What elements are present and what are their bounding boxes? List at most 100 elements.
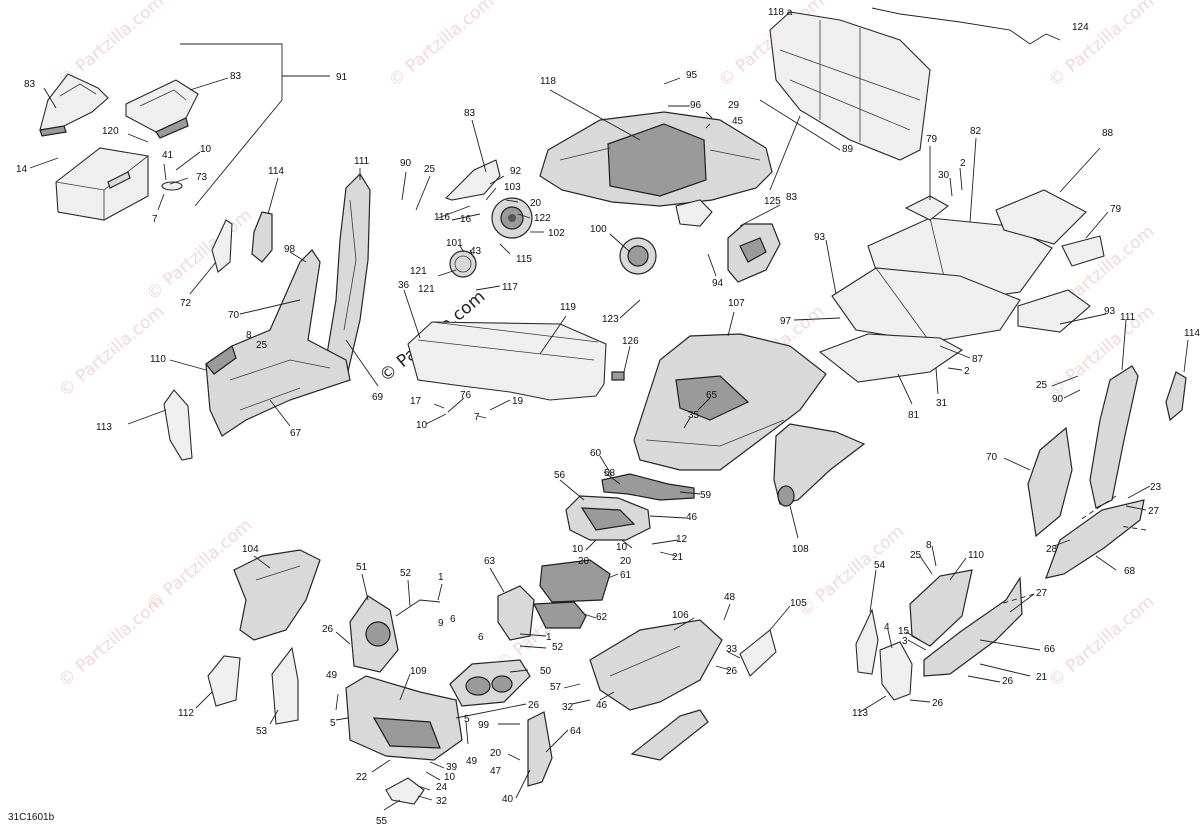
part-105-bracket	[739, 629, 777, 677]
callout-93: 93	[1104, 306, 1116, 317]
callout-83: 83	[786, 192, 798, 203]
callout-120: 120	[102, 126, 119, 137]
callout-24: 24	[436, 782, 448, 793]
part-83-tray-left	[39, 73, 109, 137]
watermark: © Partzilla.com	[143, 515, 256, 615]
part-73-strap	[161, 181, 183, 191]
callout-118a: 118 a	[768, 7, 793, 18]
callout-10: 10	[200, 144, 212, 155]
callout-45: 45	[732, 116, 744, 127]
part-100-speaker-right	[619, 237, 657, 275]
callout-25: 25	[256, 340, 268, 351]
callout-2: 2	[964, 366, 970, 377]
part-118a-net	[769, 11, 931, 161]
callout-46: 46	[686, 512, 698, 523]
callout-35: 35	[688, 410, 700, 421]
callout-27: 27	[1148, 506, 1160, 517]
callout-96: 96	[690, 100, 702, 111]
callout-64: 64	[570, 726, 582, 737]
callout-12: 12	[676, 534, 688, 545]
callout-122: 122	[534, 213, 551, 224]
callout-62: 62	[596, 612, 608, 623]
callout-126: 126	[622, 336, 639, 347]
callout-115: 115	[516, 254, 532, 265]
callout-7: 7	[474, 412, 480, 423]
callout-52: 52	[552, 642, 564, 653]
callout-94: 94	[712, 278, 724, 289]
callout-5: 5	[464, 714, 470, 725]
part-50-headlight	[449, 659, 531, 707]
callout-105: 105	[790, 598, 807, 609]
callout-99: 99	[478, 720, 490, 731]
callout-56: 56	[554, 470, 566, 481]
watermark: © Partzilla.com	[795, 522, 908, 622]
callout-31: 31	[936, 398, 948, 409]
callout-123: 123	[602, 314, 619, 325]
callout-9: 9	[438, 618, 444, 629]
callout-59: 59	[700, 490, 712, 501]
callout-110: 110	[968, 550, 984, 561]
callout-114: 114	[268, 166, 284, 177]
part-70-right-panel	[1027, 426, 1073, 538]
callout-79: 79	[1110, 204, 1122, 215]
callout-97: 97	[780, 316, 792, 327]
callout-32: 32	[562, 702, 574, 713]
callout-2: 2	[960, 158, 966, 169]
part-98-rocker-panel	[205, 249, 351, 437]
part-83-tray-right	[125, 79, 199, 139]
callout-10: 10	[444, 772, 456, 783]
part-62-grille-lower	[533, 601, 587, 629]
callout-76: 76	[460, 390, 472, 401]
watermark: © Partzilla.com	[385, 0, 498, 91]
callout-111: 111	[1120, 312, 1136, 323]
callout-91: 91	[336, 72, 348, 83]
callout-93: 93	[814, 232, 826, 243]
callout-5: 5	[330, 718, 336, 729]
callout-1: 1	[546, 632, 552, 643]
part-120-storage-box	[55, 147, 149, 221]
callout-83: 83	[24, 79, 36, 90]
callout-116: 116	[434, 212, 450, 223]
callout-121: 121	[410, 266, 427, 277]
callout-26: 26	[528, 700, 540, 711]
callout-8: 8	[926, 540, 932, 551]
callout-26: 26	[932, 698, 944, 709]
watermark: © Partzilla.com	[1045, 592, 1158, 692]
callout-63: 63	[484, 556, 496, 567]
callout-10: 10	[416, 420, 428, 431]
callout-124: 124	[1072, 22, 1089, 33]
callout-70: 70	[986, 452, 998, 463]
callout-81: 81	[908, 410, 920, 421]
part-107-hood	[633, 333, 827, 471]
callout-125: 125	[764, 196, 781, 207]
part-108-side-cover	[773, 423, 866, 507]
callout-27: 27	[1036, 588, 1048, 599]
diagram-reference-code: 31C1601b	[8, 812, 55, 823]
callout-23: 23	[1150, 482, 1162, 493]
callout-26: 26	[1002, 676, 1014, 687]
callout-110: 110	[150, 354, 166, 365]
part-63-grille-side	[497, 585, 535, 641]
callout-95: 95	[686, 70, 698, 81]
callout-103: 103	[504, 182, 521, 193]
callout-51: 51	[356, 562, 368, 573]
part-79-bracket-right	[1061, 235, 1105, 267]
part-103-speaker-left	[491, 197, 533, 239]
callout-36: 36	[398, 280, 410, 291]
callout-113: 113	[96, 422, 112, 433]
callout-106: 106	[672, 610, 689, 621]
callout-102: 102	[548, 228, 565, 239]
callout-121: 121	[418, 284, 435, 295]
part-under-cover	[589, 619, 723, 711]
callout-22: 22	[356, 772, 368, 783]
watermark: © Partzilla.com	[1045, 0, 1158, 91]
part-56-bumper-frame	[565, 495, 651, 541]
callout-65: 65	[706, 390, 718, 401]
callout-100: 100	[590, 224, 607, 235]
callout-20: 20	[530, 198, 542, 209]
callout-112: 112	[178, 708, 194, 719]
callout-60: 60	[590, 448, 602, 459]
part-109-front-bumper	[345, 675, 463, 761]
part-110-fender-right	[909, 569, 973, 647]
callout-48: 48	[724, 592, 736, 603]
